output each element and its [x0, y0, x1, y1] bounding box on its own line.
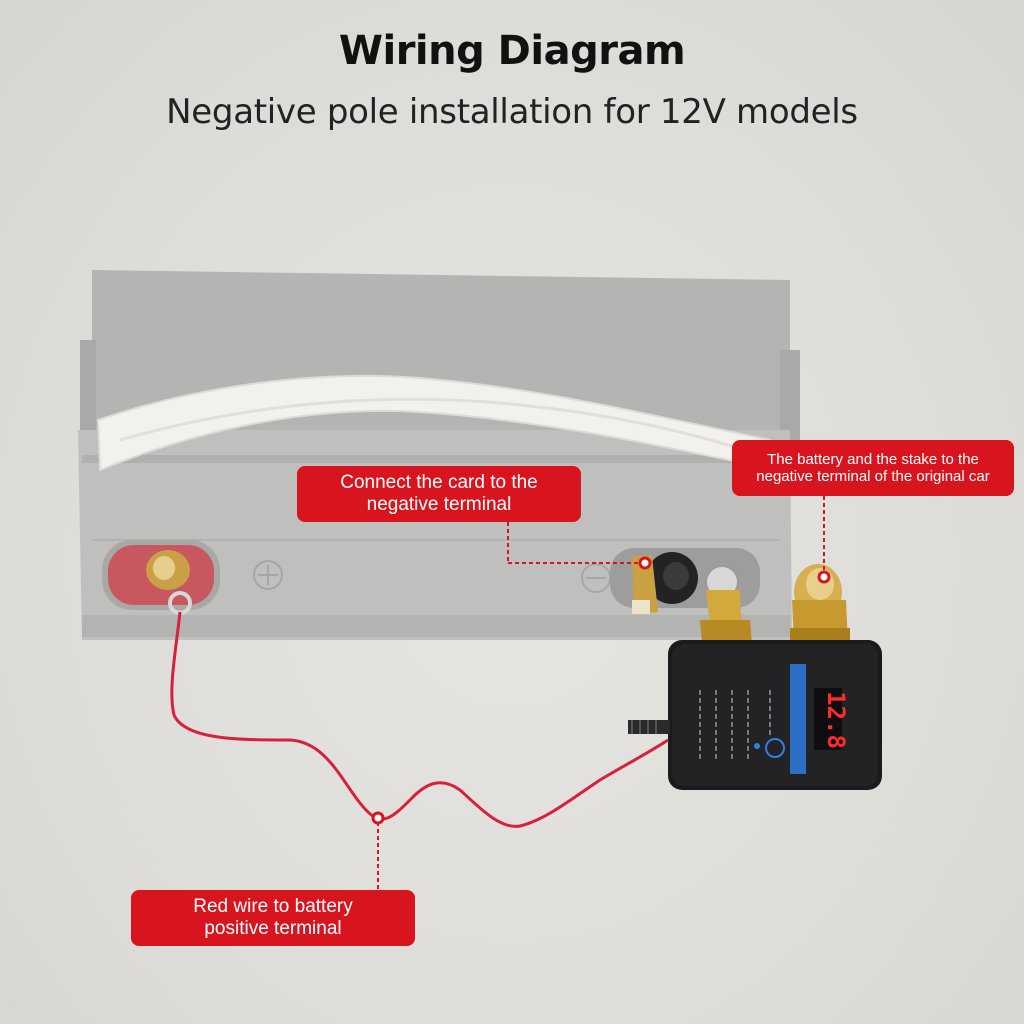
callout-original-car-line2: negative terminal of the original car: [756, 468, 990, 485]
page-subtitle: Negative pole installation for 12V model…: [166, 92, 858, 132]
page-title: Wiring Diagram: [338, 28, 686, 74]
callout-original-car-line1: The battery and the stake to the: [767, 450, 979, 468]
callout-negative-terminal-line2: negative terminal: [366, 494, 512, 515]
callout-negative-terminal-line1: Connect the card to the: [340, 472, 538, 494]
voltage-display: 12.8: [822, 691, 850, 749]
positive-terminal: [102, 540, 220, 615]
callout-original-car: The battery and the stake to the negativ…: [732, 440, 1014, 496]
callout-red-wire-line2: positive terminal: [204, 918, 342, 939]
callout-connectors: [371, 496, 831, 890]
battery-switch-device: [628, 640, 882, 790]
callout-red-wire: Red wire to battery positive terminal: [131, 890, 415, 946]
callout-negative-terminal: Connect the card to the negative termina…: [297, 466, 581, 522]
callout-red-wire-line1: Red wire to battery: [193, 896, 353, 918]
red-wire: [170, 611, 669, 828]
